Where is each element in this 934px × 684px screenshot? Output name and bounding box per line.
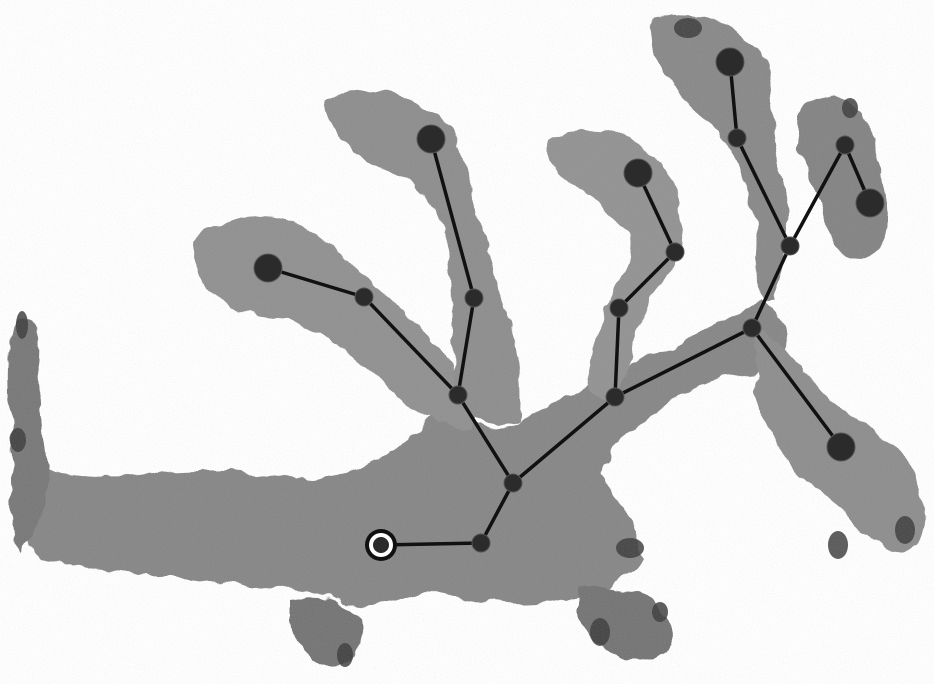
skeleton-junction-node — [666, 243, 684, 261]
root-node-core — [373, 537, 389, 553]
skeleton-junction-node — [743, 319, 761, 337]
skeleton-tip-node — [254, 254, 282, 282]
skeleton-root-node — [365, 529, 397, 561]
skeleton-junction-node — [472, 534, 490, 552]
skeleton-tip-node — [856, 189, 884, 217]
skeleton-tip-node — [716, 48, 744, 76]
skeleton-junction-node — [355, 288, 373, 306]
skeleton-junction-node — [836, 136, 854, 154]
skeleton-junction-node — [781, 237, 799, 255]
skeleton-junction-node — [606, 388, 624, 406]
skeleton-tip-node — [827, 433, 855, 461]
skeleton-junction-node — [728, 129, 746, 147]
skeleton-junction-node — [449, 386, 467, 404]
skeleton-junction-node — [465, 289, 483, 307]
skeleton-junction-node — [610, 299, 628, 317]
skeleton-tip-node — [624, 159, 652, 187]
skeleton-tip-node — [417, 125, 445, 153]
skeleton-junction-node — [504, 474, 522, 492]
